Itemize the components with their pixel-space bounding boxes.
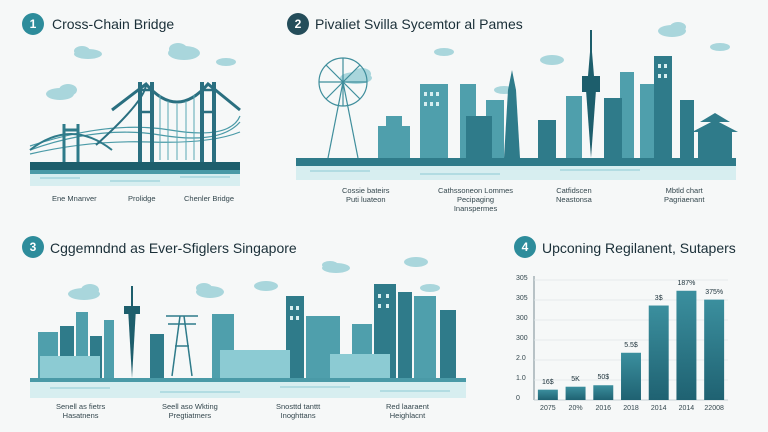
y-tick-label: 305 — [516, 295, 528, 302]
x-tick-label: 2075 — [540, 405, 556, 412]
panel1-caption-2: Prolidge — [128, 194, 156, 203]
panel2-caption-1-line1: Cossie bateirs — [342, 186, 390, 195]
step-badge-4: 4 — [514, 236, 536, 258]
y-tick-label: 305 — [516, 275, 528, 282]
step-badge-2: 2 — [287, 13, 309, 35]
x-tick-label: 2014 — [650, 405, 667, 412]
bar — [537, 389, 558, 400]
panel2-caption-4-line1: Mbtld chart — [665, 186, 703, 195]
panel3-caption-1-line2: Hasatnens — [62, 411, 99, 420]
y-tick-label: 300 — [516, 315, 528, 322]
panel3-caption-1-line1: Senell as fietrs — [56, 402, 106, 411]
x-tick-label: 22008 — [704, 405, 724, 412]
bar — [621, 352, 641, 400]
panel2-caption-2-line3: Inanspermes — [453, 204, 498, 213]
x-tick-label: 2016 — [595, 405, 612, 412]
panel-bar-chart: 4 Upconing Regilanent, Sutapers 0 1.0 2.0 3… — [500, 216, 768, 432]
panel2-caption-3-line1: Catfidscen — [556, 186, 592, 195]
y-tick-label: 300 — [516, 335, 528, 342]
panel3-caption-2-line2: Pregtiatmers — [168, 411, 212, 420]
bar-value-label: 50$ — [597, 374, 610, 382]
bar — [676, 290, 697, 400]
panel2-caption-3-line2: Neastonsa — [556, 195, 592, 204]
bar-chart — [533, 276, 728, 401]
x-tick-label: 2018 — [623, 405, 639, 412]
panel1-title: Cross-Chain Bridge — [52, 16, 175, 32]
bar — [593, 385, 614, 400]
x-tick-label: 20% — [568, 405, 583, 412]
panel2-caption-1-line2: Puti luateon — [345, 195, 386, 204]
bar-value-label: 375% — [705, 288, 724, 296]
y-tick-label: 0 — [516, 395, 520, 402]
bar — [704, 299, 725, 400]
panel1-caption-1: Ene Mnanver — [52, 194, 97, 203]
y-tick-label: 2.0 — [516, 355, 526, 362]
panel3-caption-2: Seell aso Wkting Pregtiatmers — [162, 402, 218, 420]
bar-value-label: 5K — [571, 375, 580, 383]
skyline-illustration-top — [296, 22, 738, 180]
panel3-caption-2-line1: Seell aso Wkting — [162, 402, 218, 411]
panel3-caption-3: Snosttd tanttt Inoghttans — [276, 402, 320, 420]
panel4-title: Upconing Regilanent, Sutapers — [542, 240, 736, 256]
bar-value-label: 16$ — [542, 378, 554, 386]
step-badge-1: 1 — [22, 13, 44, 35]
panel2-caption-1: Cossie bateirs Puti luateon — [342, 186, 390, 204]
bar-value-label: 187% — [677, 279, 696, 287]
bridge-illustration — [29, 43, 241, 186]
panel-skyline-top: 2 Pivaliet Svilla Sycemtor al Pames — [287, 13, 738, 213]
panel3-caption-3-line1: Snosttd tanttt — [276, 402, 321, 411]
panel3-caption-3-line2: Inoghttans — [280, 411, 316, 420]
y-tick-label: 1.0 — [516, 375, 526, 382]
panel2-caption-2-line1: Cathssoneon Lommes — [438, 186, 514, 195]
panel1-caption-3: Chenler Bridge — [184, 194, 235, 203]
panel2-caption-4-line2: Pagriaenant — [664, 195, 705, 204]
panel3-caption-4-line1: Red laaraent — [386, 402, 429, 411]
bar — [565, 386, 586, 400]
bar — [648, 305, 669, 400]
panel3-caption-1: Senell as fietrs Hasatnens — [56, 402, 105, 420]
x-tick-label: 2014 — [678, 405, 695, 412]
panel-cross-chain-bridge: 1 Cross-Chain Bridge — [0, 0, 384, 216]
panel3-caption-4-line2: Heighlacnt — [389, 411, 426, 420]
panel2-caption-3: Catfidscen Neastonsa — [556, 186, 592, 204]
panel2-caption-2-line2: Pecipaging — [456, 195, 495, 204]
panel3-title: Cggemndnd as Ever-Sfiglers Singapore — [50, 240, 297, 256]
bar-value-label: 5.5$ — [624, 341, 638, 349]
skyline-illustration-bottom — [30, 257, 466, 398]
bar-value-label: 3$ — [654, 294, 663, 302]
step-badge-3: 3 — [22, 236, 44, 258]
panel3-caption-4: Red laaraent Heighlacnt — [386, 402, 429, 420]
panel2-title: Pivaliet Svilla Sycemtor al Pames — [315, 16, 523, 32]
panel2-caption-4: Mbtld chart Pagriaenant — [664, 186, 704, 204]
panel2-caption-2: Cathssoneon Lommes Pecipaging Inansperme… — [438, 186, 513, 213]
panel-singapore-skyline: 3 Cggemndnd as Ever-Sfiglers Singapore — [0, 216, 500, 432]
